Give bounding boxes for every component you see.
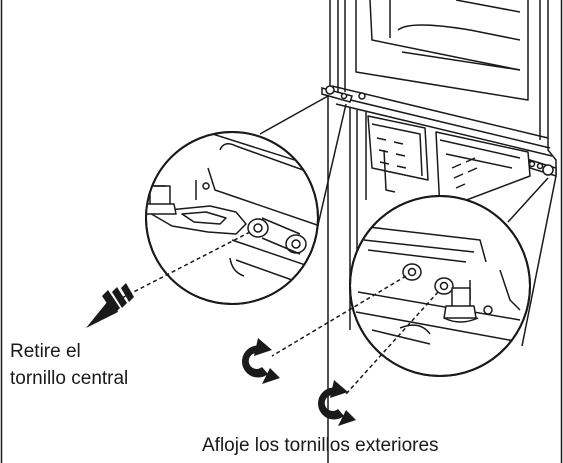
loosen-rotation-icon	[242, 338, 280, 384]
side-hinge-detail	[528, 158, 557, 178]
dashed-guides	[117, 231, 439, 395]
remove-center-screw-label-line2: tornillo central	[10, 368, 129, 389]
center-screw-callout	[145, 131, 319, 305]
refrigerator-cabinet	[327, 0, 557, 463]
callout-connectors	[259, 95, 557, 347]
loosen-rotation-icon	[318, 380, 356, 426]
loosen-outer-screws-label: Afloje los tornillos exteriores	[202, 435, 439, 456]
remove-center-screw-label-line1: Retire el	[10, 341, 81, 362]
upper-hinge-detail	[321, 85, 366, 103]
outer-screws-callout	[349, 195, 531, 377]
removal-arrow-icon	[86, 283, 134, 328]
